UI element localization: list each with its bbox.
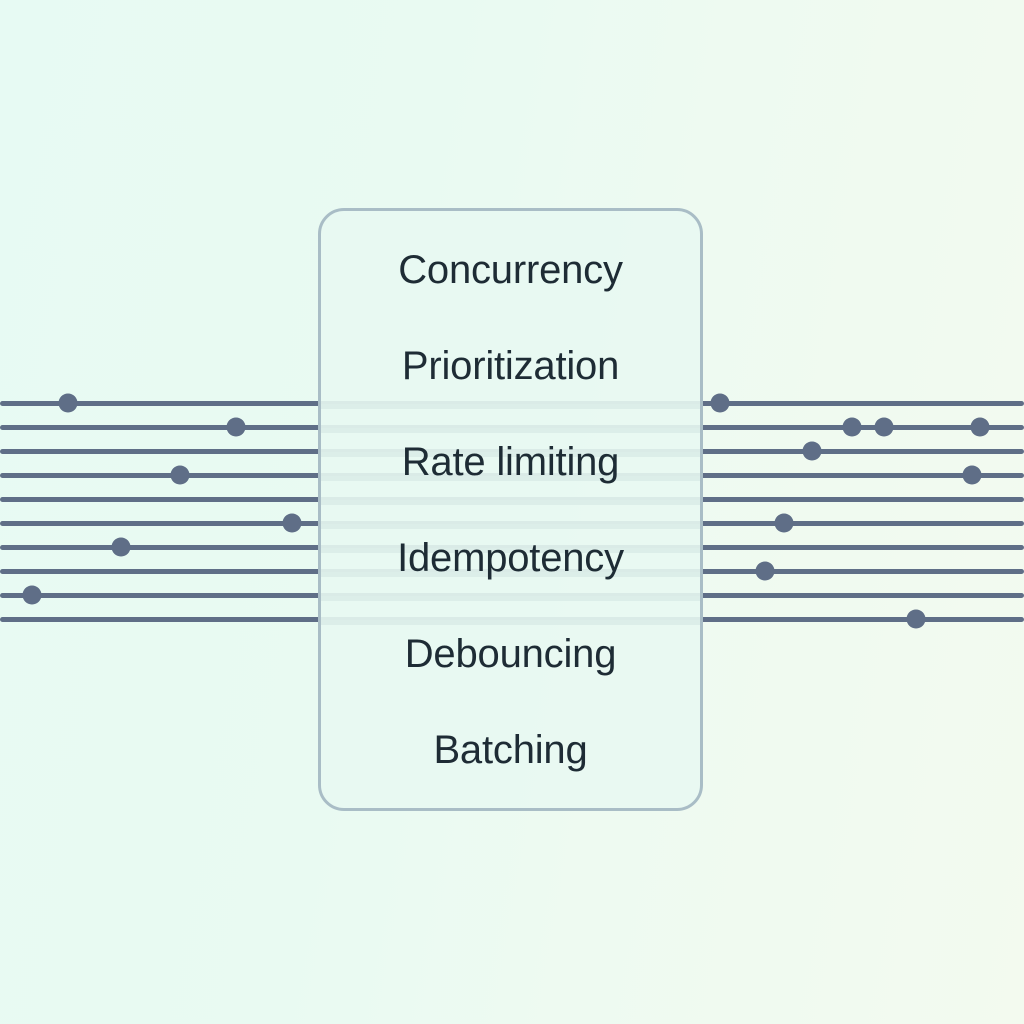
concept-item: Concurrency: [398, 247, 623, 292]
track-node-dot: [970, 417, 990, 437]
track-node-dot: [282, 513, 302, 533]
track-node-dot: [802, 441, 822, 461]
track-node-dot: [874, 417, 894, 437]
track-node-dot: [58, 393, 78, 413]
concept-item: Debouncing: [404, 631, 617, 676]
track-node-dot: [226, 417, 246, 437]
track-node-dot: [906, 609, 926, 629]
track-node-dot: [755, 561, 775, 581]
track-node-dot: [774, 513, 794, 533]
track-node-dot: [710, 393, 730, 413]
track-node-dot: [111, 537, 131, 557]
track-node-dot: [170, 465, 190, 485]
track-node-dot: [962, 465, 982, 485]
concept-item: Rate limiting: [401, 439, 620, 484]
concept-item: Prioritization: [401, 343, 620, 388]
track-node-dot: [22, 585, 42, 605]
track-node-dot: [842, 417, 862, 437]
concept-item: Idempotency: [397, 535, 624, 580]
concept-item: Batching: [433, 727, 588, 772]
